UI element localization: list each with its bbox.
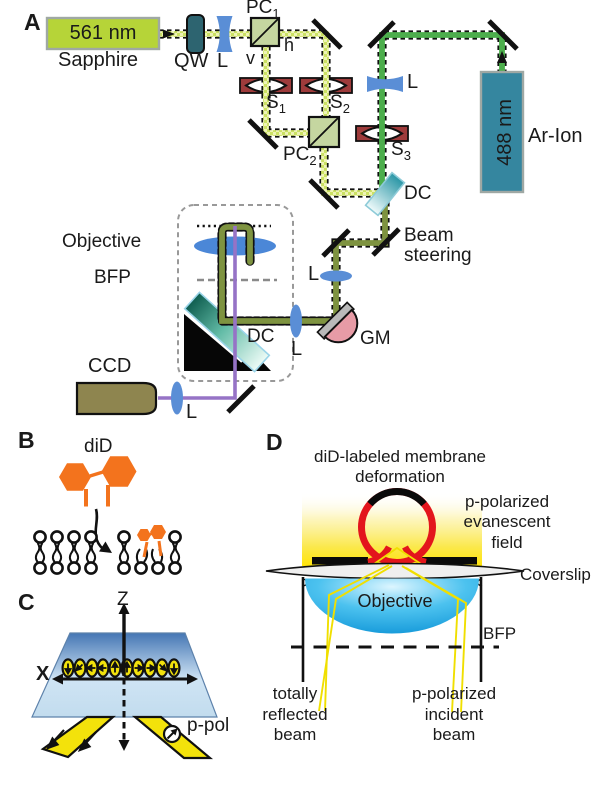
ppol-label: p-pol — [187, 715, 230, 736]
dichroic-combiner-label: DC — [404, 183, 432, 204]
bfp-d-label: BFP — [483, 624, 517, 643]
pc1-label: PC1 — [246, 0, 280, 21]
qw-label: QW — [174, 50, 209, 72]
x-axis-arrow-left — [52, 673, 63, 685]
laser-488-wavelength: 488 nm — [493, 99, 516, 166]
mirror-beam-steering-right — [371, 227, 401, 257]
evanescent-ray-neck — [373, 546, 422, 565]
z-axis — [118, 603, 130, 751]
reflected-beam-c — [40, 715, 116, 759]
coverslip-shape — [265, 562, 525, 580]
dichroic-combiner — [364, 171, 406, 217]
x-axis-arrow-right — [187, 673, 198, 685]
lens-label-5: L — [186, 401, 198, 423]
mirror-h-branch — [311, 18, 343, 50]
quarter-wave-plate — [186, 14, 205, 54]
incident-label-1: p-polarized — [411, 684, 497, 703]
did-molecule — [59, 456, 137, 507]
beam-direction-arrow-561 — [163, 29, 175, 39]
lens-steering — [320, 270, 352, 282]
laser-488-box — [479, 70, 525, 194]
evanescent-field-glow — [302, 492, 482, 566]
polarizing-cube-pc2 — [307, 115, 341, 149]
membrane-bud — [358, 488, 436, 566]
pol-h-label: h — [284, 35, 295, 55]
beam-steering-label-1: Beam — [404, 225, 454, 246]
polarizing-cube-pc1 — [249, 16, 281, 48]
objective-a-label: Objective — [62, 231, 142, 252]
panel-c-label: C — [18, 589, 35, 615]
polarization-symbol — [162, 724, 182, 744]
panel-d-label: D — [266, 429, 283, 455]
reflected-label-1: totally — [272, 684, 318, 703]
evanescent-label-3: field — [491, 533, 523, 552]
incident-label-3: beam — [432, 725, 476, 744]
panel-c-dipole-geometry — [31, 603, 218, 760]
s3-label: S3 — [391, 139, 411, 163]
lens-label-4: L — [291, 338, 303, 360]
concave-lens-488 — [367, 76, 403, 92]
lens-label-2: L — [407, 71, 419, 93]
evanescent-label-1: p-polarized — [464, 492, 550, 511]
lens-tube — [290, 304, 302, 338]
reflected-label-3: beam — [273, 725, 317, 744]
beam-direction-arrow-488 — [497, 51, 507, 63]
mirror-detection — [226, 384, 256, 414]
panel-a-label: A — [24, 9, 41, 35]
ccd-label: CCD — [88, 355, 132, 377]
incident-label-2: incident — [424, 705, 484, 724]
reflected-label-2: reflected — [262, 705, 328, 724]
bfp-a-label: BFP — [94, 267, 131, 288]
membrane-segment-right — [422, 557, 477, 565]
reflected-beam-arrows — [45, 729, 97, 752]
lipid-bilayer-left — [33, 530, 98, 575]
lens-label-3: L — [308, 263, 320, 285]
d-title-line1: diD-labeled membrane — [314, 447, 486, 466]
laser-561-name: Sapphire — [58, 49, 139, 71]
beam-steering-label-2: steering — [404, 245, 472, 266]
mirror-488-right — [487, 19, 519, 51]
dipole-row — [61, 658, 181, 678]
x-axis-label: X — [36, 663, 50, 685]
coverslip-label: Coverslip — [520, 565, 591, 584]
beam-combined — [217, 194, 390, 326]
panel-b-label: B — [18, 427, 35, 453]
panel-b-did-labeling — [33, 456, 182, 575]
galvo-label: GM — [360, 328, 391, 349]
lens-label-1: L — [217, 50, 229, 72]
z-axis-label: Z — [117, 589, 129, 610]
s2-label: S2 — [330, 92, 350, 116]
galvo-mirror — [316, 301, 359, 344]
s1-label: S1 — [266, 92, 286, 116]
mirror-below-pc2 — [308, 178, 340, 210]
did-inserted — [137, 525, 166, 558]
objective-d-label: Objective — [357, 591, 433, 611]
fluorescence-beam — [158, 226, 237, 400]
mirror-488-top — [367, 20, 396, 49]
pc2-label: PC2 — [283, 144, 317, 168]
laser-488-name: Ar-Ion — [528, 125, 583, 147]
did-label: diD — [84, 436, 113, 457]
lipid-bilayer-right-with-did — [117, 525, 182, 575]
membrane-segment-left — [312, 557, 368, 565]
panel-a-optical-layout — [45, 14, 525, 416]
dichroic-microscope-label: DC — [247, 326, 275, 347]
pol-v-label: v — [246, 48, 255, 68]
laser-rays — [318, 564, 467, 713]
mirror-v-branch — [247, 118, 279, 150]
concave-lens-561 — [216, 16, 233, 52]
insertion-arrow-head — [99, 541, 112, 553]
panel-d-tirf-schematic — [265, 488, 525, 713]
ccd-camera — [75, 381, 158, 416]
mirror-beam-steering-left — [321, 228, 351, 258]
laser-561-box — [45, 16, 161, 51]
d-title-line2: deformation — [355, 467, 445, 486]
evanescent-label-2: evanescent — [463, 512, 551, 531]
laser-561-wavelength: 561 nm — [69, 22, 137, 44]
insertion-arrow — [94, 508, 104, 550]
lens-ccd — [171, 381, 183, 415]
